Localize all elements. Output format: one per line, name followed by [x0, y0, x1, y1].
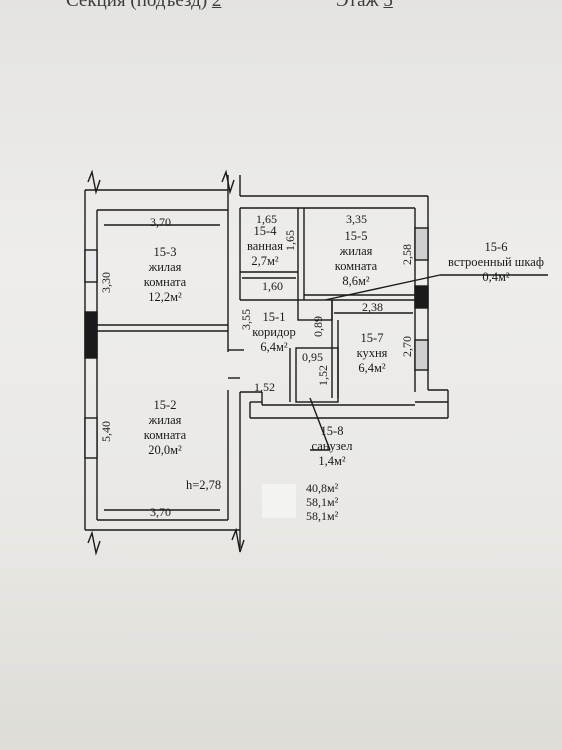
dim-wc-height: 1,52: [316, 365, 330, 386]
dim-bottom-left: 3,70: [150, 505, 171, 519]
ceiling-height: h=2,78: [186, 478, 222, 492]
dim-bath-height: 1,65: [283, 230, 297, 251]
dim-room155-width: 3,35: [346, 212, 367, 226]
dim-kitchen-width: 2,38: [362, 300, 383, 314]
dim-bath-bottom: 1,60: [262, 279, 283, 293]
dim-room152-height: 5,40: [99, 421, 113, 442]
dim-bath-width: 1,65: [256, 212, 277, 226]
dim-corridor-stub: 1,52: [254, 380, 275, 394]
header-line: Секция (подъезд) 2 Этаж 5: [0, 0, 562, 12]
dim-kitchen-height: 2,70: [400, 336, 414, 357]
dim-room153-height: 3,30: [99, 272, 113, 293]
dim-wc-width: 0,95: [302, 350, 323, 364]
dim-closet-height: 0,89: [311, 316, 325, 337]
section-label: Секция (подъезд) 2: [66, 0, 222, 11]
dim-corridor-height: 3,55: [239, 309, 253, 330]
area-totals: 40,8м² 58,1м² 58,1м²: [306, 481, 339, 523]
dim-top-left: 3,70: [150, 215, 171, 229]
floor-label: Этаж 5: [336, 0, 393, 11]
white-patch: [262, 484, 296, 518]
dim-room155-height: 2,58: [400, 244, 414, 265]
